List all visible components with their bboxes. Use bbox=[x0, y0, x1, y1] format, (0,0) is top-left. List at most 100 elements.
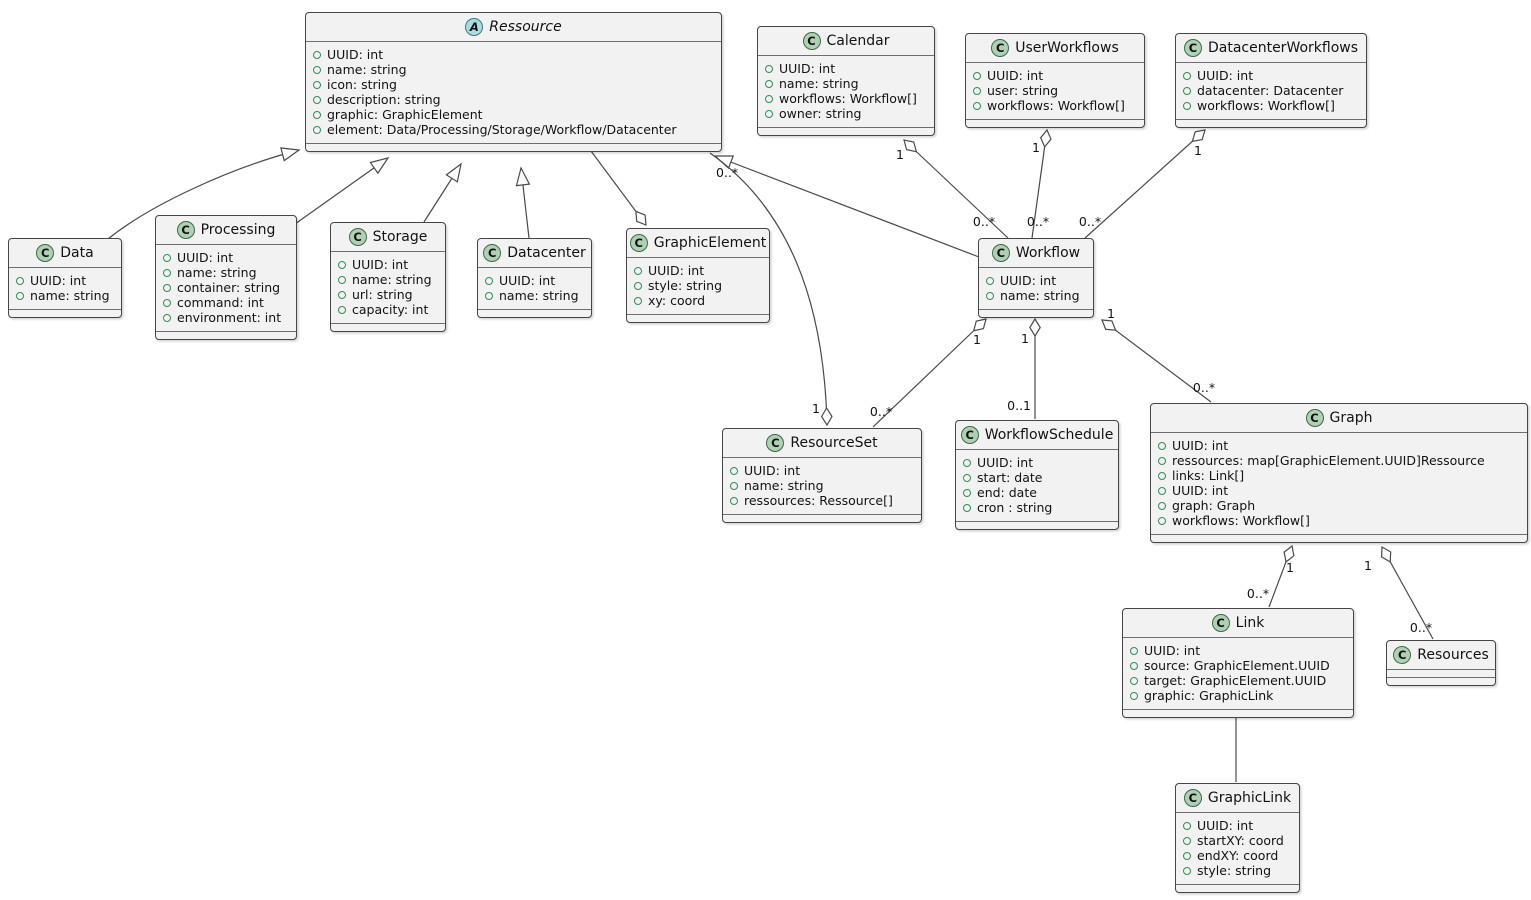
attribute-row: xy: coord bbox=[634, 293, 762, 308]
multiplicity-label: 0..1 bbox=[1007, 398, 1031, 413]
field-bullet-icon bbox=[1130, 646, 1138, 655]
field-bullet-icon bbox=[730, 481, 738, 490]
attribute-row: graphic: GraphicLink bbox=[1130, 688, 1346, 703]
field-bullet-icon bbox=[163, 253, 171, 262]
attribute-row: links: Link[] bbox=[1158, 468, 1520, 483]
field-bullet-icon bbox=[963, 488, 971, 497]
empty-methods-compartment bbox=[156, 331, 296, 339]
field-bullet-icon bbox=[163, 268, 171, 277]
field-bullet-icon bbox=[634, 281, 642, 290]
edge-storage-generalizes-ressource bbox=[423, 162, 462, 223]
field-bullet-icon bbox=[963, 458, 971, 467]
attribute-row: style: string bbox=[1183, 863, 1292, 878]
class-icon: C bbox=[960, 426, 979, 444]
class-icon: C bbox=[1183, 39, 1202, 57]
multiplicity-label: 0..* bbox=[1193, 380, 1215, 395]
field-bullet-icon bbox=[1158, 471, 1166, 480]
class-ressource: A Ressource UUID: int name: string icon:… bbox=[305, 12, 722, 152]
empty-methods-compartment bbox=[478, 309, 591, 317]
attribute-row: UUID: int bbox=[1130, 643, 1346, 658]
class-name: Workflow bbox=[1015, 245, 1081, 261]
class-icon: C bbox=[483, 244, 502, 262]
class-graphicelement: C GraphicElement UUID: int style: string… bbox=[626, 228, 770, 323]
class-icon: C bbox=[991, 244, 1010, 262]
attribute-row: name: string bbox=[986, 288, 1086, 303]
attribute-row: UUID: int bbox=[963, 455, 1111, 470]
attribute-row: command: int bbox=[163, 295, 289, 310]
attribute-row: UUID: int bbox=[1183, 68, 1359, 83]
attribute-row: ressources: map[GraphicElement.UUID]Ress… bbox=[1158, 453, 1520, 468]
empty-methods-compartment bbox=[956, 521, 1118, 529]
empty-methods-compartment bbox=[306, 143, 721, 151]
multiplicity-label: 0..* bbox=[1079, 214, 1101, 229]
field-bullet-icon bbox=[1158, 516, 1166, 525]
attribute-row: UUID: int bbox=[730, 463, 914, 478]
multiplicity-label: 0..* bbox=[1247, 586, 1269, 601]
field-bullet-icon bbox=[16, 291, 24, 300]
field-bullet-icon bbox=[1158, 456, 1166, 465]
class-link: C Link UUID: int source: GraphicElement.… bbox=[1122, 608, 1354, 718]
field-bullet-icon bbox=[1183, 851, 1191, 860]
empty-attributes-compartment bbox=[1387, 669, 1495, 677]
field-bullet-icon bbox=[765, 109, 773, 118]
empty-methods-compartment bbox=[1151, 534, 1527, 542]
attribute-row: name: string bbox=[485, 288, 584, 303]
attribute-row: endXY: coord bbox=[1183, 848, 1292, 863]
multiplicity-label: 1 bbox=[896, 147, 904, 162]
attribute-row: UUID: int bbox=[986, 273, 1086, 288]
multiplicity-label: 1 bbox=[1107, 306, 1115, 321]
attribute-row: UUID: int bbox=[313, 47, 714, 62]
attribute-row: description: string bbox=[313, 92, 714, 107]
attribute-row: user: string bbox=[973, 83, 1137, 98]
multiplicity-label: 1 bbox=[973, 332, 981, 347]
class-name: Calendar bbox=[826, 33, 890, 49]
multiplicity-label: 1 bbox=[812, 401, 820, 416]
edge-workflow-generalizes-ressource bbox=[713, 155, 980, 258]
class-icon: C bbox=[1305, 409, 1324, 427]
class-icon: C bbox=[348, 228, 367, 246]
attribute-row: target: GraphicElement.UUID bbox=[1130, 673, 1346, 688]
class-name: Graph bbox=[1329, 410, 1373, 426]
field-bullet-icon bbox=[313, 110, 321, 119]
class-graphiclink: C GraphicLink UUID: int startXY: coord e… bbox=[1175, 783, 1300, 893]
attribute-row: workflows: Workflow[] bbox=[765, 91, 927, 106]
attribute-row: name: string bbox=[163, 265, 289, 280]
edge-resources-graph bbox=[1380, 545, 1434, 640]
empty-methods-compartment bbox=[723, 514, 921, 522]
field-bullet-icon bbox=[16, 276, 24, 285]
field-bullet-icon bbox=[313, 65, 321, 74]
class-calendar: C Calendar UUID: int name: string workfl… bbox=[757, 26, 935, 136]
field-bullet-icon bbox=[1183, 821, 1191, 830]
class-userworkflows: C UserWorkflows UUID: int user: string w… bbox=[965, 33, 1145, 128]
edge-ressource-resourceset bbox=[709, 152, 833, 427]
class-icon: C bbox=[991, 39, 1010, 57]
class-name: Processing bbox=[200, 222, 276, 238]
empty-methods-compartment bbox=[758, 127, 934, 135]
class-storage: C Storage UUID: int name: string url: st… bbox=[330, 222, 446, 332]
field-bullet-icon bbox=[163, 313, 171, 322]
field-bullet-icon bbox=[338, 290, 346, 299]
class-icon: C bbox=[802, 32, 821, 50]
field-bullet-icon bbox=[1158, 486, 1166, 495]
attribute-row: name: string bbox=[313, 62, 714, 77]
attribute-row: startXY: coord bbox=[1183, 833, 1292, 848]
edge-graph-workflow bbox=[1101, 319, 1212, 403]
field-bullet-icon bbox=[338, 260, 346, 269]
attribute-row: icon: string bbox=[313, 77, 714, 92]
edge-ressource-graphicelement bbox=[590, 150, 647, 226]
class-datacenterworkflows: C DatacenterWorkflows UUID: int datacent… bbox=[1175, 33, 1367, 128]
class-name: Data bbox=[60, 245, 94, 261]
attribute-row: name: string bbox=[338, 272, 438, 287]
class-datacenter: C Datacenter UUID: int name: string bbox=[477, 238, 592, 318]
field-bullet-icon bbox=[338, 305, 346, 314]
attribute-row: UUID: int bbox=[765, 61, 927, 76]
empty-methods-compartment bbox=[1123, 709, 1353, 717]
multiplicity-label: 0..* bbox=[1027, 214, 1049, 229]
edge-link-graph bbox=[1268, 544, 1295, 608]
class-name: GraphicElement bbox=[653, 235, 767, 251]
attribute-row: ressources: Ressource[] bbox=[730, 493, 914, 508]
class-name: Storage bbox=[372, 229, 428, 245]
attribute-row: UUID: int bbox=[973, 68, 1137, 83]
class-icon: C bbox=[176, 221, 195, 239]
